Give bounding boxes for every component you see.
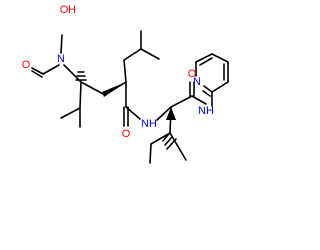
- hash-bond: [162, 134, 169, 142]
- bond: [199, 57, 213, 66]
- atom-label-hydroxyl-h: H: [68, 4, 76, 16]
- atom-label-hydroxyl-o: O: [60, 4, 69, 16]
- atom-label-amide2-o: O: [188, 68, 197, 80]
- structure-drawing: O H N O O NH O NH N: [22, 4, 229, 164]
- bond: [31, 67, 44, 75]
- bond: [140, 48, 160, 60]
- atom-label-formyl-n: N: [57, 53, 65, 65]
- bond: [80, 81, 106, 96]
- bond: [149, 143, 152, 164]
- bond: [123, 59, 127, 83]
- bond: [170, 95, 193, 108]
- atom-label-pyridine-n: N: [193, 76, 201, 88]
- molecule-diagram: O H N O O NH O NH N: [22, 4, 229, 164]
- bond: [211, 81, 229, 93]
- atom-label-amide1-o: O: [122, 128, 131, 140]
- bond: [203, 85, 213, 93]
- bond: [156, 106, 172, 121]
- bond: [31, 70, 43, 78]
- atom-label-formyl-o: O: [22, 59, 31, 71]
- bond: [125, 106, 141, 120]
- bond: [42, 64, 60, 75]
- hash-bond: [164, 136, 173, 146]
- wedge-bond: [166, 107, 176, 120]
- bond: [60, 107, 81, 119]
- bond: [202, 90, 211, 97]
- atom-label-amide1-nh: NH: [141, 118, 157, 130]
- hash-bond: [166, 138, 177, 150]
- bond: [123, 48, 142, 61]
- bond: [79, 81, 82, 109]
- bond: [169, 132, 187, 161]
- wedge-bond: [102, 82, 126, 97]
- bonds: [31, 30, 229, 164]
- bond: [191, 95, 207, 105]
- bond: [211, 53, 229, 63]
- bond: [63, 64, 82, 83]
- bond: [195, 53, 213, 63]
- bond: [60, 34, 63, 54]
- bond: [150, 132, 171, 145]
- atom-label-amide2-nh: NH: [198, 105, 214, 117]
